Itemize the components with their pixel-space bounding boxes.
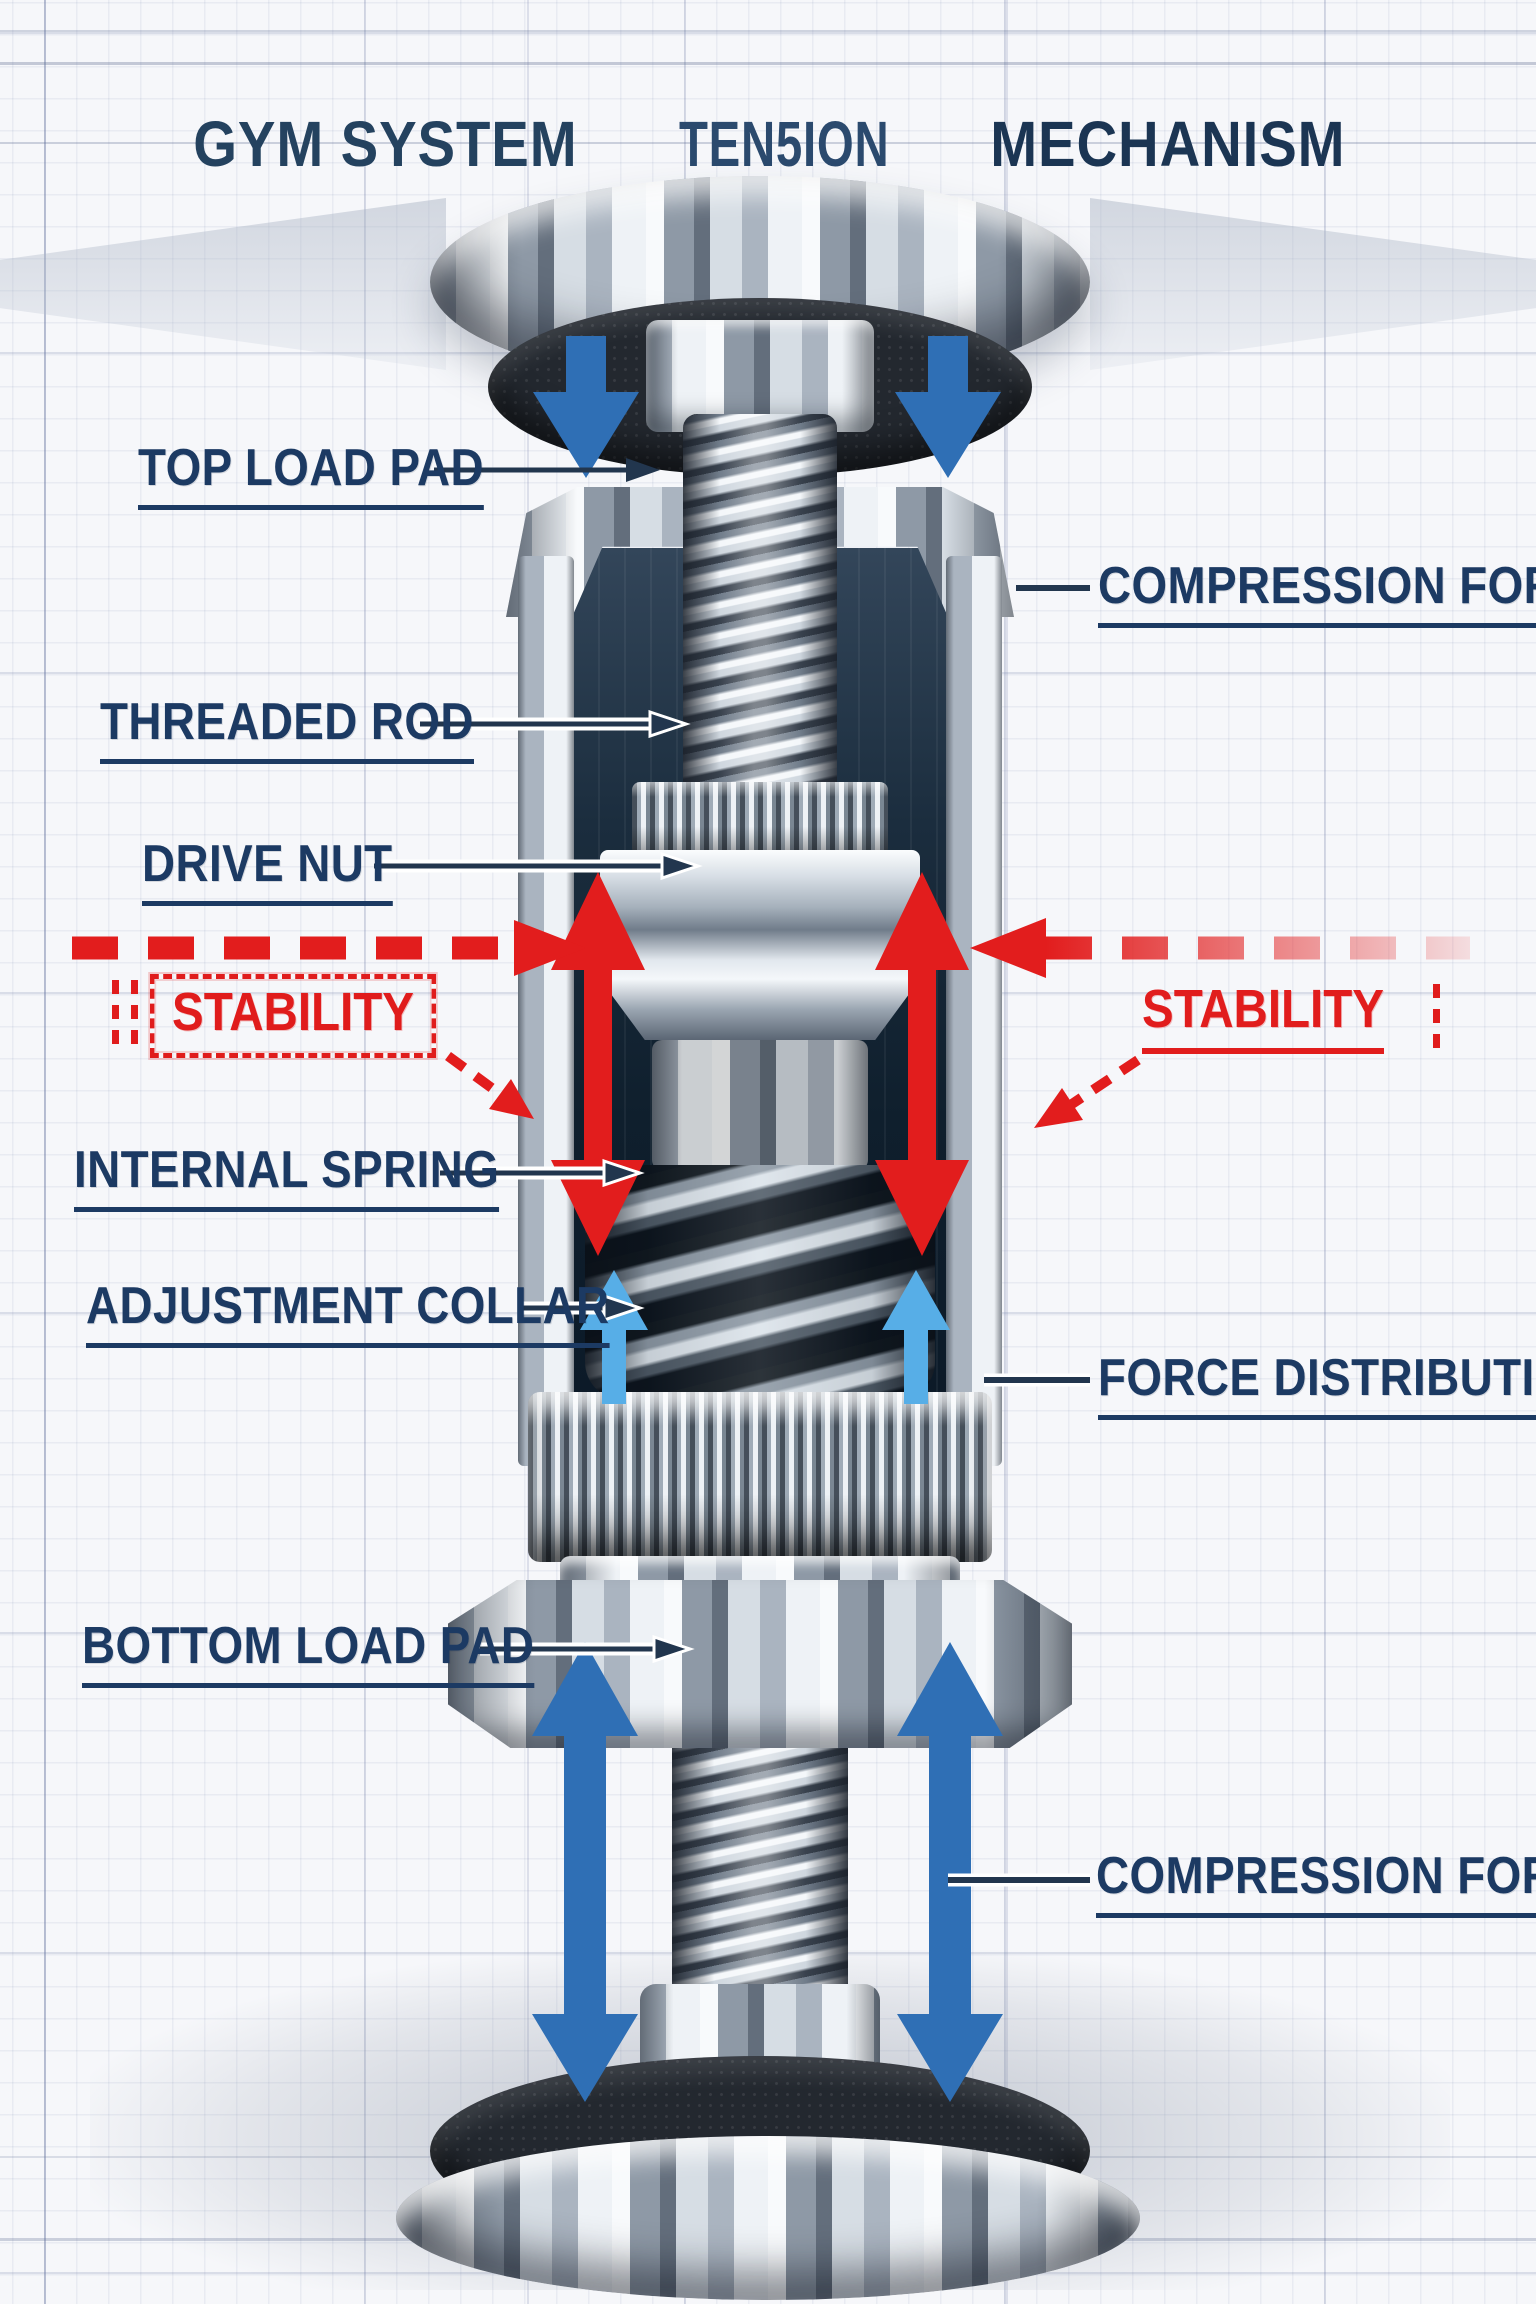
drive-nut-lower-sleeve: [652, 1040, 868, 1170]
page-title: GYM SYSTEM TEN5ION MECHANISM: [0, 107, 1536, 181]
label-top-load-pad: TOP LOAD PAD: [138, 438, 484, 510]
label-adjustment-collar-text: ADJUSTMENT COLLAR: [86, 1276, 610, 1348]
ruled-line: [0, 142, 1536, 144]
stamp-tick-icon: [131, 980, 138, 1044]
label-threaded-rod-text: THREADED ROD: [100, 692, 474, 764]
label-compression-force-bottom: COMPRESSION FORCE: [1096, 1846, 1536, 1918]
housing-wall-right: [946, 556, 1002, 1466]
ruled-line-vertical: [44, 0, 46, 2304]
label-compression-force-bottom-text: COMPRESSION FORCE: [1096, 1846, 1536, 1918]
label-adjustment-collar: ADJUSTMENT COLLAR: [86, 1276, 610, 1348]
ruled-line-vertical: [1006, 0, 1008, 2304]
label-stability-left: STABILITY: [112, 974, 475, 1058]
label-force-distribution-text: FORCE DISTRIBUTION: [1098, 1348, 1536, 1420]
threaded-rod-upper: [683, 414, 837, 814]
drive-nut-body: [600, 850, 920, 1040]
label-internal-spring-text: INTERNAL SPRING: [74, 1140, 500, 1212]
label-stability-right-text: STABILITY: [1142, 978, 1384, 1054]
adjustment-collar-part: [528, 1392, 992, 1562]
label-compression-force-top: COMPRESSION FORCE: [1098, 556, 1536, 628]
title-part-1: GYM SYSTEM: [193, 107, 578, 180]
label-bottom-load-pad-text: BOTTOM LOAD PAD: [82, 1616, 535, 1688]
top-hub: [646, 320, 874, 432]
stamp-tick-icon: [112, 980, 119, 1044]
label-drive-nut-text: DRIVE NUT: [142, 834, 393, 906]
label-stability-right: STABILITY: [1142, 978, 1440, 1054]
internal-spring-part: [585, 1165, 935, 1400]
drive-nut-knurl-ring: [632, 782, 888, 856]
title-part-2: TEN5ION: [679, 107, 890, 180]
label-top-load-pad-text: TOP LOAD PAD: [138, 438, 484, 510]
label-internal-spring: INTERNAL SPRING: [74, 1140, 500, 1212]
base-flange: [448, 1580, 1072, 1748]
label-force-distribution: FORCE DISTRIBUTION: [1098, 1348, 1536, 1420]
ruled-line: [0, 62, 1536, 65]
ruled-line: [0, 30, 1536, 32]
label-bottom-load-pad: BOTTOM LOAD PAD: [82, 1616, 535, 1688]
label-drive-nut: DRIVE NUT: [142, 834, 393, 906]
sketch-wing-left: [0, 198, 446, 370]
label-compression-force-top-text: COMPRESSION FORCE: [1098, 556, 1536, 628]
title-part-3: MECHANISM: [989, 107, 1345, 180]
stamp-tick-icon: [1432, 984, 1440, 1048]
base-disc: [396, 2136, 1140, 2300]
sketch-wing-right: [1090, 198, 1536, 370]
label-threaded-rod: THREADED ROD: [100, 692, 474, 764]
label-stability-left-text: STABILITY: [150, 974, 436, 1058]
